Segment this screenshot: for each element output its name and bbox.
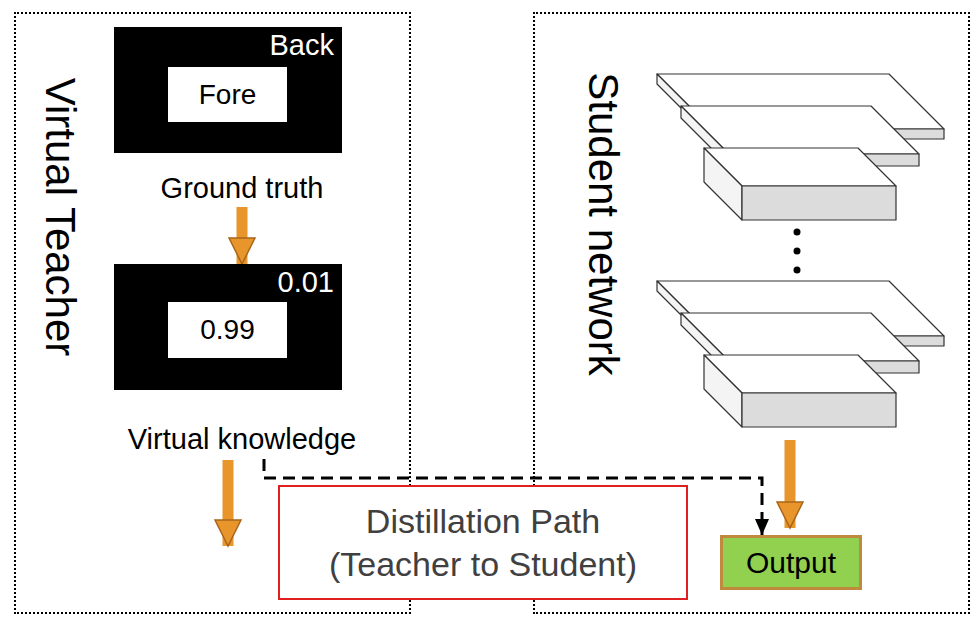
layer-slab: [704, 355, 896, 427]
region-title: Virtual Teacher: [36, 78, 84, 357]
box-label: Fore: [199, 79, 257, 111]
flow-arrow: [785, 440, 796, 528]
foreground-region: Fore: [168, 67, 287, 122]
corner-value: 0.01: [278, 266, 334, 299]
flow-arrow: [237, 207, 248, 264]
flow-arrow: [223, 460, 234, 546]
caption: Virtual knowledge: [97, 423, 387, 456]
corner-value: Back: [270, 29, 334, 62]
layer-slab: [704, 148, 896, 220]
box-label: 0.99: [200, 314, 255, 346]
region-title: Student network: [579, 72, 627, 376]
box-label: Output: [746, 546, 836, 580]
distillation-box: Distillation Path (Teacher to Student): [278, 485, 688, 600]
mask-image: 0.01Virtual knowledge 0.99: [97, 264, 387, 459]
layer-dots: [794, 229, 801, 274]
foreground-region: 0.99: [168, 302, 287, 358]
output-box: Output: [720, 535, 862, 590]
network-layers: [657, 74, 944, 427]
mask-image: BackGround truth Fore: [97, 27, 387, 207]
box-label: Distillation Path (Teacher to Student): [318, 500, 648, 585]
caption: Ground truth: [97, 172, 387, 205]
